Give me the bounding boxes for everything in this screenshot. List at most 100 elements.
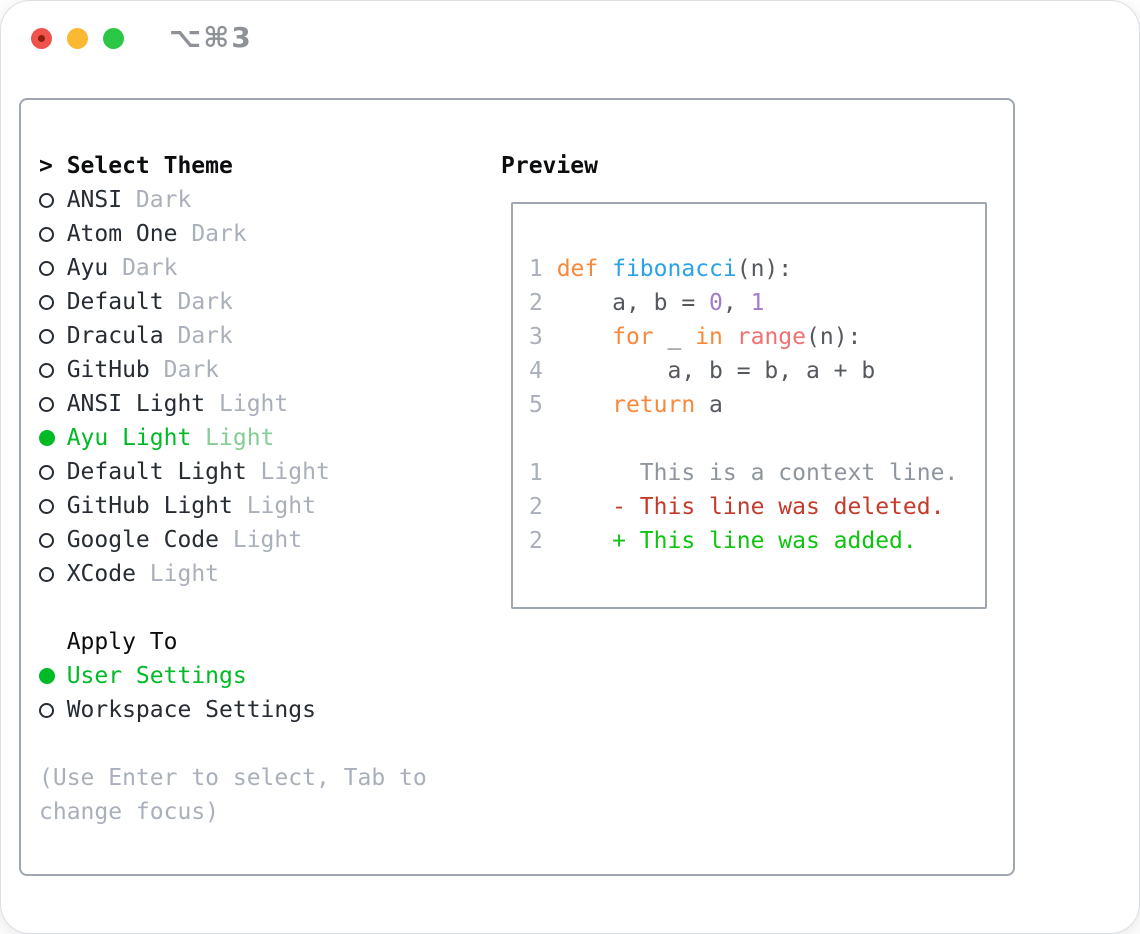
code-line: 4 a, b = b, a + b	[529, 354, 958, 388]
radio-slot	[39, 532, 67, 548]
option-label: ANSI	[66, 187, 123, 213]
option-variant: Light	[135, 561, 220, 587]
radio-icon	[39, 566, 54, 582]
code-segment: (n):	[736, 256, 793, 282]
option-variant: Dark	[122, 187, 192, 213]
code-segment: in	[695, 324, 723, 350]
option-label: Default Light	[66, 459, 247, 485]
option-variant: Dark	[177, 221, 247, 247]
code-segment	[557, 324, 612, 350]
code-segment: return	[612, 392, 696, 418]
theme-option[interactable]: Atom One Dark	[39, 217, 427, 251]
option-variant: Dark	[108, 255, 178, 281]
theme-option[interactable]: Ayu Dark	[39, 251, 427, 285]
code-segment: _	[653, 324, 696, 350]
theme-option[interactable]: Google Code Light	[39, 523, 427, 557]
maximize-button[interactable]	[103, 28, 124, 49]
theme-option[interactable]: ANSI Light Light	[39, 387, 427, 421]
radio-slot	[39, 294, 67, 310]
close-button[interactable]	[31, 28, 52, 49]
apply-to-header: Apply To	[39, 625, 427, 659]
radio-icon	[39, 702, 54, 718]
code-segment: 4	[529, 358, 557, 384]
code-line: 3 for _ in range(n):	[529, 320, 958, 354]
option-label: Default	[66, 289, 164, 315]
code-segment: - This line was deleted.	[612, 494, 945, 520]
option-label: GitHub	[66, 357, 150, 383]
option-variant: Light	[219, 527, 303, 553]
option-variant: Dark	[149, 357, 220, 383]
code-segment: 2	[529, 290, 557, 316]
help-text-line2: change focus)	[39, 799, 220, 825]
theme-option[interactable]: Default Dark	[39, 285, 427, 319]
code-segment: a, b = b, a + b	[556, 358, 876, 384]
select-theme-header: >Select Theme	[39, 149, 427, 183]
help-text: (Use Enter to select, Tab to change focu…	[39, 761, 427, 829]
help-text-line1: (Use Enter to select, Tab to	[39, 765, 427, 791]
option-variant: Dark	[163, 323, 233, 349]
radio-slot	[39, 566, 67, 582]
option-label: Ayu Light	[66, 425, 192, 451]
code-segment: This is a context line.	[639, 460, 959, 486]
code-segment	[543, 528, 612, 554]
radio-slot	[39, 430, 67, 446]
code-line: 5 return a	[529, 388, 958, 422]
code-segment	[543, 460, 640, 486]
radio-slot	[39, 260, 67, 276]
radio-icon	[39, 260, 54, 276]
option-variant: Light	[205, 391, 289, 417]
theme-option[interactable]: GitHub Dark	[39, 353, 427, 387]
radio-icon	[39, 226, 54, 242]
radio-slot	[39, 498, 67, 514]
select-theme-title: Select Theme	[66, 153, 233, 179]
radio-slot	[39, 362, 67, 378]
radio-icon	[39, 532, 54, 548]
diff-line: 2 + This line was added.	[529, 524, 958, 558]
preview-title: Preview	[501, 153, 598, 179]
radio-slot	[39, 192, 67, 208]
option-variant: Light	[232, 493, 316, 519]
apply-to-option[interactable]: User Settings	[39, 659, 427, 693]
code-segment: fibonacci	[612, 256, 737, 282]
theme-option[interactable]: Ayu Light Light	[39, 421, 427, 455]
radio-icon	[39, 362, 54, 378]
code-segment: 1	[529, 256, 557, 282]
titlebar: ⌥⌘3	[1, 1, 1139, 76]
radio-icon	[39, 498, 54, 514]
theme-option[interactable]: Default Light Light	[39, 455, 427, 489]
code-segment: + This line was added.	[612, 528, 917, 554]
option-variant: Dark	[163, 289, 233, 315]
window-title-shortcut: ⌥⌘3	[169, 21, 253, 54]
code-segment: 5	[529, 392, 557, 418]
theme-option[interactable]: GitHub Light Light	[39, 489, 427, 523]
radio-icon	[39, 464, 54, 480]
radio-selected-icon	[39, 668, 55, 684]
code-segment: a, b =	[556, 290, 710, 316]
radio-slot	[39, 328, 67, 344]
radio-icon	[39, 294, 54, 310]
option-label: Atom One	[66, 221, 178, 247]
radio-slot	[39, 668, 67, 684]
option-label: ANSI Light	[66, 391, 206, 417]
code-segment	[598, 256, 612, 282]
record-dot-icon	[38, 35, 45, 42]
diff-line: 1 This is a context line.	[529, 456, 958, 490]
code-line: 2 a, b = 0, 1	[529, 286, 958, 320]
minimize-button[interactable]	[67, 28, 88, 49]
option-variant: Light	[191, 425, 275, 451]
option-label: Dracula	[66, 323, 164, 349]
theme-option[interactable]: XCode Light	[39, 557, 427, 591]
theme-option[interactable]: Dracula Dark	[39, 319, 427, 353]
radio-slot	[39, 702, 67, 718]
theme-option[interactable]: ANSI Dark	[39, 183, 427, 217]
apply-to-option[interactable]: Workspace Settings	[39, 693, 427, 727]
radio-icon	[39, 328, 54, 344]
diff-line: 2 - This line was deleted.	[529, 490, 958, 524]
option-label: User Settings	[66, 663, 247, 689]
